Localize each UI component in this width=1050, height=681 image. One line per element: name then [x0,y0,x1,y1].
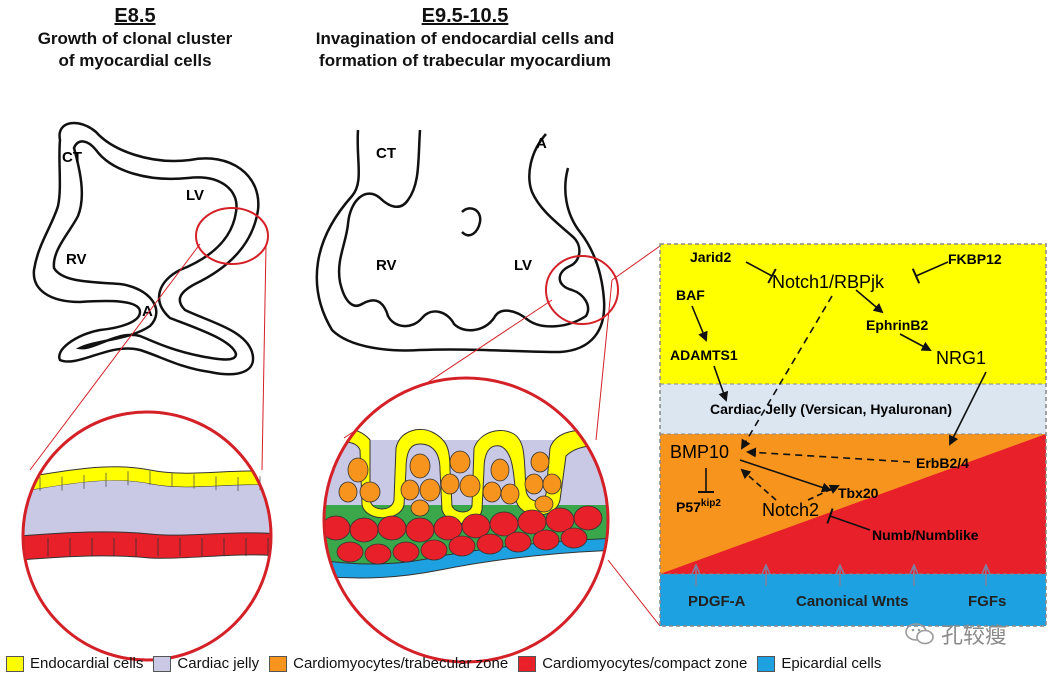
zoom-guide-line [607,559,661,627]
watermark: 孔较瘦 [905,618,1007,650]
node-fkbp12: FKBP12 [948,251,1002,267]
epicardial-zone-box [660,574,1046,626]
legend-item: Epicardial cells [757,655,881,672]
node-cardiac-jelly: Cardiac Jelly (Versican, Hyaluronan) [710,401,952,417]
node-p57: P57kip2 [676,498,721,515]
legend-swatch [518,655,537,672]
cardiac-jelly-layer [23,480,271,536]
heart-label-a: A [142,303,153,320]
heart-label-ct: CT [376,145,396,162]
epicardial-signal-arrows [696,566,986,586]
legend-label: Endocardial cells [30,655,144,672]
compact-myocardium-layer [23,531,271,561]
zoom-guide-line [29,243,201,471]
inhibition-edge [826,508,871,531]
node-jarid2: Jarid2 [690,249,731,265]
stage-subtitle-line1: Invagination of endocardial cells and [315,29,615,48]
node-ephrinb2: EphrinB2 [866,317,928,333]
zoom-region-circle-e85 [195,207,269,265]
legend-label: Cardiac jelly [177,655,260,672]
legend-swatch [153,655,172,672]
heart-label-lv: LV [514,257,532,274]
stage-subtitle-line1: Growth of clonal cluster [37,29,233,48]
inhibition-edge [911,261,949,284]
legend-item: Cardiomyocytes/compact zone [518,655,747,672]
stage-heading: E9.5-10.5 [421,5,509,27]
node-notch1: Notch1/RBPjk [772,272,885,292]
stage-subtitle-line2: formation of trabecular myocardium [319,51,611,70]
zoom-guide-line [595,279,613,441]
compact-zone-triangle [660,434,1046,574]
node-adamts1: ADAMTS1 [670,347,738,363]
watermark-text: 孔较瘦 [941,623,1008,648]
node-pdgfa: PDGF-A [688,593,746,610]
heart-label-rv: RV [66,251,87,268]
activation-edge [746,447,911,463]
zoom-guide-line [261,245,267,471]
endocardial-cell-dividers [39,471,269,556]
node-wnts: Canonical Wnts [796,593,909,610]
node-numb: Numb/Numblike [872,527,979,543]
legend-item: Cardiac jelly [153,655,259,672]
magnified-circle-e95 [322,376,610,664]
stage-e85-title: E8.5 Growth of clonal cluster of myocard… [0,4,270,72]
activation-edge [855,289,884,314]
heart-label-rv: RV [376,257,397,274]
heart-label-a: A [536,135,547,152]
legend: Endocardial cells Cardiac jelly Cardiomy… [6,655,891,672]
inhibition-edge [745,261,777,284]
stage-heading: E8.5 [114,5,156,27]
zoom-region-circle-e95 [545,255,619,325]
endocardial-zone-box [660,244,1046,384]
tissue-section-e95 [324,378,608,662]
activation-edge [807,484,840,501]
legend-label: Epicardial cells [781,655,882,672]
legend-item: Cardiomyocytes/trabecular zone [269,655,508,672]
legend-swatch [6,655,24,672]
activation-edge [899,333,932,351]
heart-outline-e85 [32,121,260,376]
heart-label-ct: CT [62,149,82,166]
wechat-icon [905,623,934,645]
activation-edge [949,371,987,446]
stage-e95-title: E9.5-10.5 Invagination of endocardial ce… [260,4,670,72]
node-baf: BAF [676,287,705,303]
heart-outline-e95 [315,129,606,354]
magnified-circle-e85 [21,410,273,662]
node-nrg1: NRG1 [936,348,986,368]
legend-swatch [757,655,776,672]
activation-edge [740,468,777,501]
activation-edge [739,459,832,493]
legend-swatch [269,655,288,672]
node-fgfs: FGFs [968,593,1006,610]
activation-edge [713,365,729,402]
heart-label-lv: LV [186,187,204,204]
activation-edge [740,295,833,450]
node-bmp10: BMP10 [670,442,729,462]
node-erbb2: ErbB2/4 [916,455,969,471]
node-notch2: Notch2 [762,500,819,520]
zoom-guide-line [611,245,661,281]
activation-edge [691,305,708,342]
legend-item: Endocardial cells [6,655,143,672]
signaling-pathway-panel: Jarid2 Notch1/RBPjk FKBP12 BAF EphrinB2 … [659,243,1047,627]
legend-label: Cardiomyocytes/trabecular zone [293,655,509,672]
legend-label: Cardiomyocytes/compact zone [542,655,748,672]
stage-subtitle-line2: of myocardial cells [58,51,212,70]
node-tbx20: Tbx20 [838,485,879,501]
